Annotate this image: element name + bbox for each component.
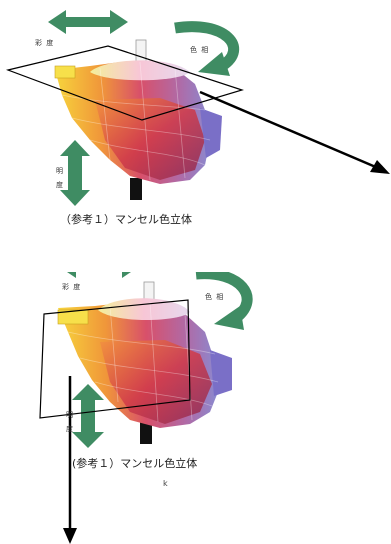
- value-label: 明 度: [56, 167, 64, 189]
- horizontal-plane: [5, 45, 245, 121]
- chroma-arrow-icon: [48, 10, 128, 34]
- hue-arrow-icon: [174, 21, 239, 76]
- value-arrow-icon: [60, 140, 90, 206]
- munsell-solid-diagram: [5, 10, 390, 206]
- munsell-figure-top: 彩 度 色 相 明 度 （参考１）マンセル色立体: [5, 10, 390, 226]
- figure-caption: (参考１）マンセル色立体: [72, 457, 198, 470]
- hue-arrow-icon: [195, 272, 253, 330]
- vertical-plane: [39, 299, 191, 419]
- hue-label: 色 相: [190, 46, 210, 54]
- pointer-arrow-icon: [199, 90, 390, 174]
- munsell-figure-bottom: 彩 度 色 相 明 度 (参考１）マンセル色立体: [0, 272, 391, 544]
- chroma-arrow-icon: [67, 272, 131, 278]
- figure-caption: （参考１）マンセル色立体: [60, 213, 192, 226]
- color-solid: [57, 281, 232, 444]
- munsell-solid-diagram: [39, 272, 253, 544]
- pointer-arrow-icon: [63, 376, 77, 544]
- chroma-label: 彩 度: [35, 39, 55, 47]
- cursor-icon: k: [163, 479, 168, 488]
- value-label: 明 度: [66, 411, 74, 433]
- hue-label: 色 相: [205, 293, 225, 301]
- color-solid: [54, 39, 222, 200]
- chroma-label: 彩 度: [62, 283, 82, 291]
- value-arrow-icon: [72, 384, 104, 448]
